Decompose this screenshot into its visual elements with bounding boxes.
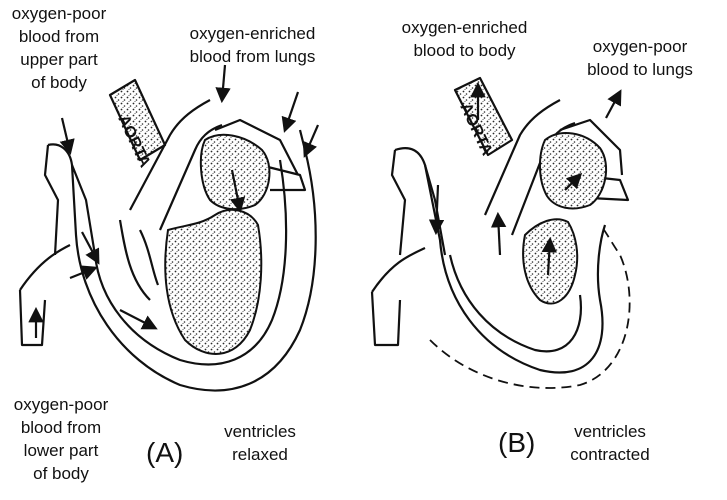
svc-a xyxy=(45,145,58,255)
label-lung-inflow: oxygen-enriched blood from lungs xyxy=(150,22,355,68)
left-ventricle-b xyxy=(523,219,577,303)
label-lung-outflow: oxygen-poor blood to lungs xyxy=(565,35,715,81)
left-atrium-b xyxy=(540,133,606,208)
label-lower-body-inflow: oxygen-poor blood from lower part of bod… xyxy=(0,393,122,485)
ivc-b xyxy=(372,292,400,345)
label-body-outflow: oxygen-enriched blood to body xyxy=(382,16,547,62)
panel-a-letter: (A) xyxy=(146,438,183,468)
left-ventricle-a xyxy=(165,210,261,354)
svc-b xyxy=(392,150,405,255)
panel-b-caption: ventricles contracted xyxy=(555,420,665,466)
heart-b xyxy=(372,78,630,388)
panel-a-caption: ventricles relaxed xyxy=(205,420,315,466)
left-atrium-a xyxy=(201,135,270,209)
ivc-a xyxy=(20,290,45,345)
label-upper-body-inflow: oxygen-poor blood from upper part of bod… xyxy=(0,2,118,94)
panel-b-letter: (B) xyxy=(498,428,535,458)
